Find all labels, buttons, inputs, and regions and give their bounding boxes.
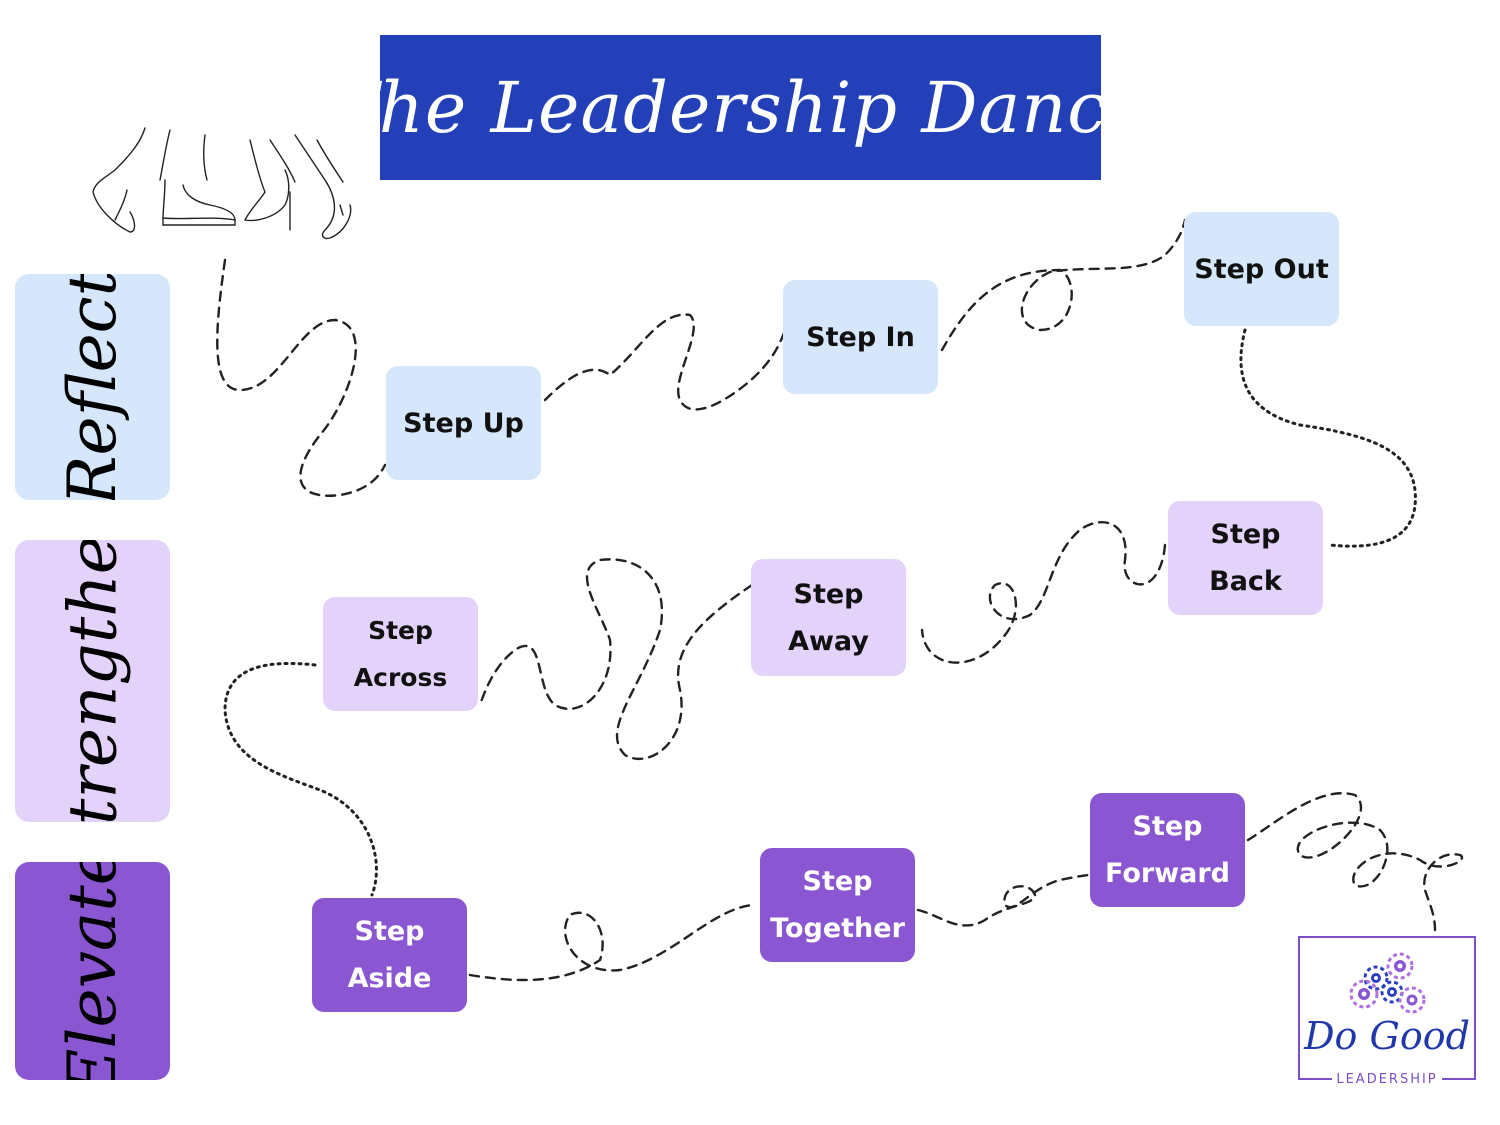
step-label: Step Out	[1194, 253, 1329, 285]
step-label-line-2: Forward	[1104, 858, 1231, 889]
path-step-back-to-step-away	[920, 521, 1167, 664]
step-label-line-2: Together	[770, 913, 905, 944]
step-label: Step Away	[788, 578, 869, 657]
step-label-line-1: Step	[1132, 811, 1203, 842]
step-box-step-up: Step Up	[386, 366, 541, 480]
step-box-step-together: Step Together	[760, 848, 915, 962]
path-step-aside-to-step-together	[468, 903, 754, 982]
phase-label-strengthen: Strengthen	[15, 540, 170, 822]
logo-name: Do Good	[1304, 1014, 1470, 1058]
dancing-feet-icon	[92, 127, 352, 240]
path-step-across-to-step-aside	[223, 661, 378, 897]
step-label: Step Aside	[347, 916, 432, 994]
path-step-away-to-step-across	[478, 558, 754, 761]
path-start-to-step-up	[216, 258, 387, 497]
logo-tagline-text: LEADERSHIP	[1332, 1072, 1442, 1087]
step-label-line-1: Step	[802, 866, 873, 897]
step-label: Step Up	[403, 407, 524, 439]
path-step-together-to-step-forward	[916, 873, 1092, 927]
step-box-step-forward: Step Forward	[1090, 793, 1245, 907]
do-good-leadership-logo: Do Good LEADERSHIP	[1298, 936, 1476, 1087]
step-box-step-back: Step Back	[1168, 501, 1323, 615]
flower-cluster-icon	[1349, 952, 1426, 1014]
step-label: Step In	[806, 321, 915, 353]
title-banner: The Leadership Dance	[331, 35, 1149, 180]
step-label: Step Across	[353, 616, 448, 692]
phase-label-text: Strengthen	[54, 540, 132, 822]
path-step-in-to-step-out	[940, 218, 1187, 352]
path-step-forward-tail	[1246, 792, 1464, 932]
path-step-out-to-step-back	[1239, 328, 1417, 548]
step-box-step-across: Step Across	[323, 597, 478, 711]
step-box-step-in: Step In	[783, 280, 938, 394]
step-box-step-away: Step Away	[751, 559, 906, 676]
step-label: Step Back	[1209, 519, 1282, 597]
phase-label-text: Reflect	[54, 274, 132, 500]
logo-tagline: LEADERSHIP	[1300, 1072, 1474, 1087]
phase-label-elevate: Elevate	[15, 862, 170, 1080]
step-box-step-out: Step Out	[1184, 212, 1339, 326]
path-step-up-to-step-in	[543, 313, 787, 411]
phase-label-text: Elevate	[54, 862, 131, 1080]
phase-label-reflect: Reflect	[15, 274, 170, 500]
page-title: The Leadership Dance	[331, 66, 1150, 149]
step-box-step-aside: Step Aside	[312, 898, 467, 1012]
